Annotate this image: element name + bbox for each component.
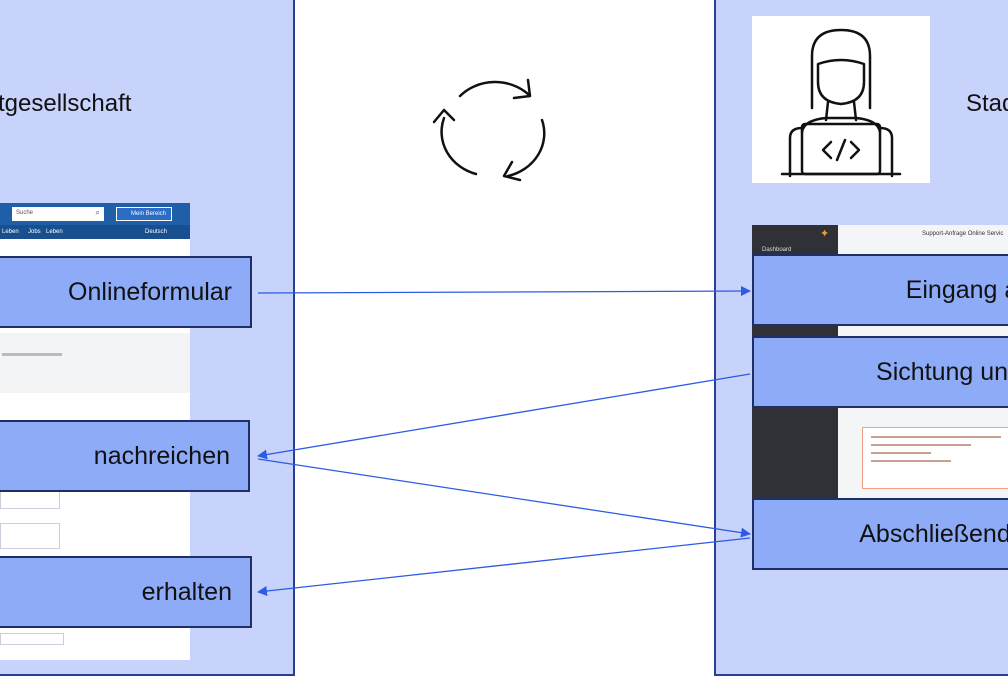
app-heading: Support-Anfrage Online Servic: [922, 231, 1004, 237]
box-label: Onlineformular: [68, 277, 232, 306]
box-nachreichen: nachreichen: [0, 420, 250, 492]
box-abschliessend: Abschließend: [752, 498, 1008, 570]
account-button-label: Mein Bereich: [131, 211, 167, 217]
arrow-sichtung-to-nachreichen: [257, 373, 751, 460]
box-eingang: Eingang a: [752, 254, 1008, 326]
language-select[interactable]: Deutsch: [145, 229, 168, 235]
right-panel-title: Stad: [966, 90, 1008, 117]
box-label: Abschließend: [859, 519, 1008, 548]
text-line: [871, 436, 1001, 438]
arrow-nachreichen-to-abschliessend: [257, 458, 751, 538]
nav-item[interactable]: Leben: [2, 229, 19, 235]
box-label: nachreichen: [86, 441, 230, 470]
form-nav-bar: Leben Jobs Leben Deutsch: [0, 225, 190, 239]
arrow-abschliessend-to-erhalten: [257, 537, 751, 596]
nav-item[interactable]: Jobs: [28, 229, 41, 235]
arrow-onlineformular-to-eingang: [257, 286, 751, 297]
app-logo-icon: ✦: [820, 228, 830, 240]
text-line: [2, 353, 62, 356]
left-panel-title: tgesellschaft: [0, 90, 132, 117]
box-erhalten: erhalten: [0, 556, 252, 628]
search-icon: ⌕: [95, 208, 100, 217]
box-onlineformular: Onlineformular: [0, 256, 252, 328]
box-label: Sichtung und: [876, 357, 1008, 386]
text-line: [871, 452, 931, 454]
text-line: [871, 444, 971, 446]
form-field: [0, 633, 64, 645]
search-input[interactable]: Suche ⌕: [12, 207, 104, 221]
box-label: Eingang a: [905, 275, 1008, 304]
form-field: [0, 523, 60, 549]
text-line: [871, 460, 951, 462]
form-header-bar: Suche ⌕ Mein Bereich: [0, 203, 190, 225]
account-button[interactable]: Mein Bereich: [116, 207, 172, 221]
form-section: [0, 333, 190, 393]
box-label: erhalten: [141, 577, 232, 606]
app-note: [862, 427, 1008, 489]
box-sichtung: Sichtung und: [752, 336, 1008, 408]
avatar-card: [752, 16, 930, 183]
developer-woman-icon: [780, 28, 902, 178]
nav-item[interactable]: Leben: [46, 229, 63, 235]
sidebar-item-dashboard[interactable]: Dashboard: [762, 247, 792, 253]
refresh-cycle-icon: [432, 78, 546, 182]
search-placeholder: Suche: [16, 210, 34, 216]
